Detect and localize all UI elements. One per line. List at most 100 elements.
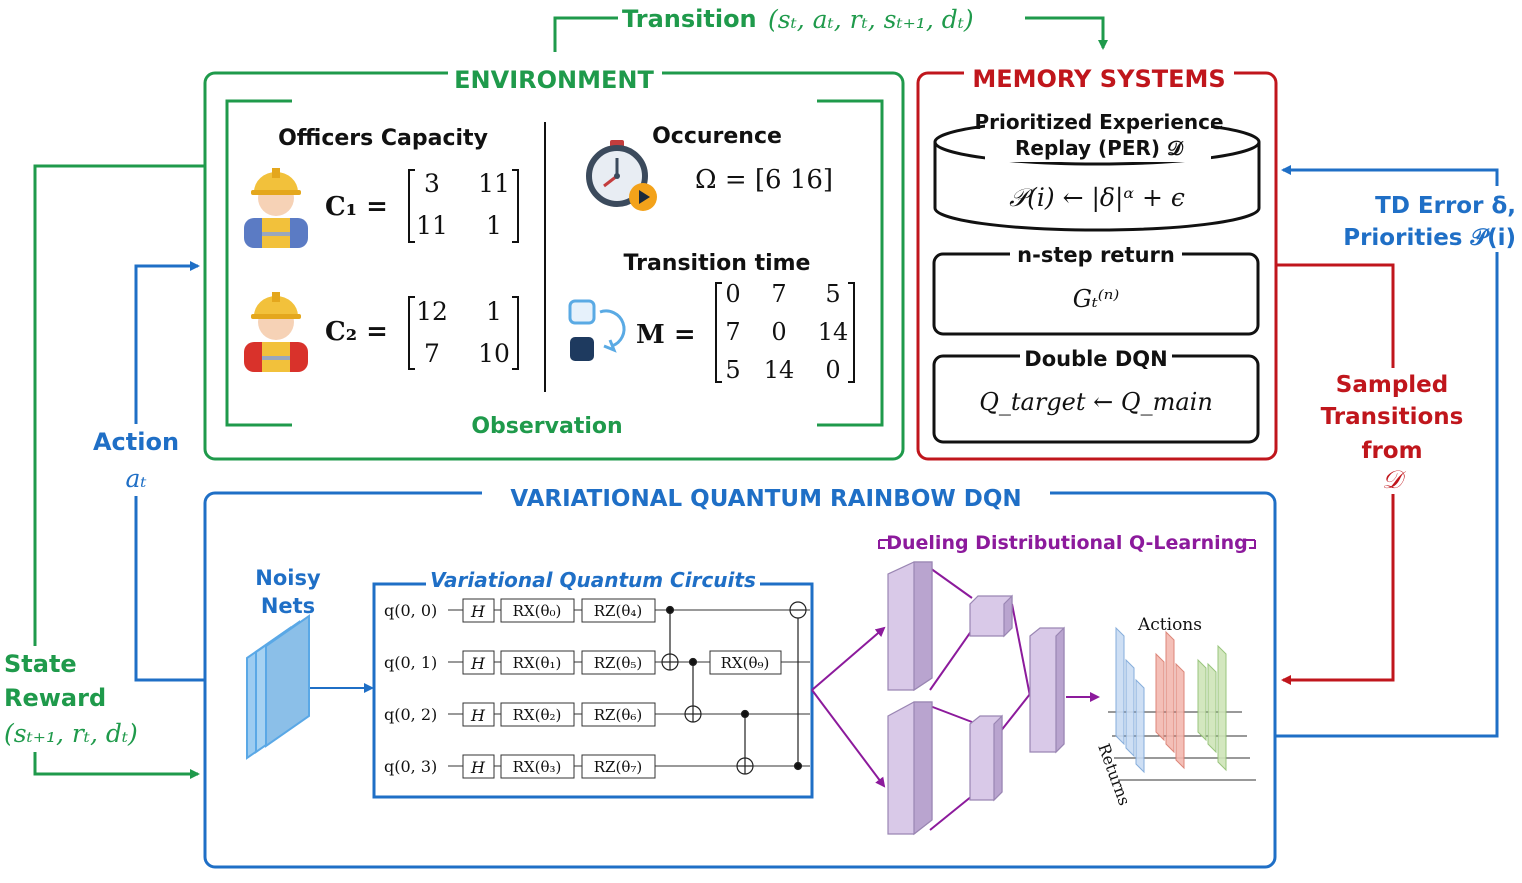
environment-panel: ENVIRONMENT Observation Officers Capacit…	[203, 64, 905, 461]
qubit-label: q(0, 2)	[384, 705, 437, 724]
td-error-arrow	[1276, 165, 1499, 738]
c2-cell: 12	[416, 297, 448, 326]
rx-gate: RX(θ₀)	[513, 602, 562, 620]
h-gate: H	[470, 602, 486, 621]
qubit-label: q(0, 3)	[384, 757, 437, 776]
c1-cell: 3	[424, 169, 440, 198]
stopwatch-icon	[586, 140, 657, 211]
vqrdqn-panel: VARIATIONAL QUANTUM RAINBOW DQN Noisy Ne…	[203, 482, 1277, 869]
c1-cell: 11	[416, 211, 448, 240]
m-cell: 7	[771, 280, 786, 308]
transfer-icon	[568, 299, 626, 361]
noisy-nets-layers-icon	[246, 614, 310, 760]
qubit-label: q(0, 0)	[384, 601, 437, 620]
rx-gates: RX(θ₀) RX(θ₁) RX(θ₂) RX(θ₃)	[500, 598, 575, 779]
td-error-label: TD Error δ,	[1375, 193, 1516, 219]
occurence-title: Occurence	[652, 124, 782, 149]
c1-matrix: 3 11 11 1	[408, 169, 519, 243]
transition-flow: Transition (sₜ, aₜ, rₜ, sₜ₊₁, dₜ)	[553, 5, 1103, 52]
state-tuple: (sₜ₊₁, rₜ, dₜ)	[4, 719, 138, 748]
memory-systems-panel: MEMORY SYSTEMS Prioritized Experience Re…	[916, 62, 1278, 461]
rz-gate: RZ(θ₆)	[594, 706, 642, 724]
sampled-transitions-flow: Sampled Transitions from 𝒟	[1277, 263, 1468, 685]
nstep-title: n-step return	[1017, 243, 1175, 267]
c1-label: C₁ =	[325, 192, 388, 222]
c2-cell: 10	[478, 339, 510, 368]
rx-gate: RX(θ₂)	[513, 706, 562, 724]
qubit-label: q(0, 1)	[384, 653, 437, 672]
vqrdqn-title: VARIATIONAL QUANTUM RAINBOW DQN	[510, 486, 1021, 512]
c1-cell: 11	[478, 169, 510, 198]
m-cell: 7	[725, 318, 740, 346]
double-dqn-title: Double DQN	[1024, 347, 1167, 371]
c1-cell: 1	[486, 211, 502, 240]
state-reward-arrow	[33, 164, 205, 779]
hadamard-gates: H H H H	[462, 598, 495, 779]
double-dqn-block: Double DQN Q_target ← Q_main	[932, 344, 1260, 444]
m-cell: 14	[818, 318, 849, 346]
m-cell: 14	[764, 356, 795, 384]
double-dqn-formula: Q_target ← Q_main	[979, 388, 1213, 416]
rz-gate: RZ(θ₇)	[594, 758, 642, 776]
action-flow: Action aₜ	[92, 261, 205, 682]
returns-label: Returns	[1094, 741, 1134, 808]
m-cell: 5	[725, 356, 740, 384]
vqc-title: Variational Quantum Circuits	[430, 568, 756, 592]
environment-title: ENVIRONMENT	[454, 66, 654, 94]
rz-gates: RZ(θ₄) RZ(θ₅) RZ(θ₆) RZ(θ₇)	[581, 598, 656, 779]
per-database: Prioritized Experience Replay (PER) 𝒟 𝒫(…	[933, 108, 1261, 232]
rx-gate: RX(θ₃)	[513, 758, 562, 776]
quantum-circuit	[448, 609, 810, 767]
sampled-label: Sampled	[1336, 372, 1448, 398]
priorities-label: Priorities 𝒫(i)	[1343, 225, 1516, 251]
m-cell: 0	[725, 280, 740, 308]
m-matrix: 0 7 5 7 0 14 5 14 0	[715, 280, 855, 384]
noisy-nets-label: Nets	[261, 594, 315, 618]
m-label: M =	[636, 320, 696, 350]
c2-label: C₂ =	[325, 317, 388, 347]
per-title: Prioritized Experience	[974, 110, 1223, 134]
cnot-gates	[661, 601, 807, 775]
rz-gate: RZ(θ₄)	[594, 602, 642, 620]
state-label: State	[4, 650, 77, 678]
officers-capacity-title: Officers Capacity	[278, 126, 488, 151]
state-reward-flow: State Reward (sₜ₊₁, rₜ, dₜ)	[2, 164, 205, 779]
c2-cell: 7	[424, 339, 440, 368]
nstep-block: n-step return Gₜ⁽ⁿ⁾	[932, 242, 1260, 336]
neural-network-blocks	[887, 561, 1065, 836]
c2-cell: 1	[486, 297, 502, 326]
observation-bracket-right	[817, 99, 884, 427]
rx9-gate: RX(θ₉)	[721, 654, 770, 672]
action-symbol: aₜ	[125, 464, 146, 493]
dueling-title: Dueling Distributional Q-Learning	[886, 532, 1248, 554]
omega-vector: Ω = [6 16]	[695, 165, 833, 195]
rx-gate: RX(θ₁)	[513, 654, 562, 672]
m-cell: 5	[825, 280, 840, 308]
transition-time-title: Transition time	[624, 251, 811, 276]
h-gate: H	[470, 758, 486, 777]
td-error-flow: TD Error δ, Priorities 𝒫(i)	[1276, 165, 1520, 738]
qubit-labels: q(0, 0) q(0, 1) q(0, 2) q(0, 3)	[384, 601, 437, 776]
actions-label: Actions	[1137, 615, 1202, 635]
sampled-label: Transitions	[1321, 404, 1464, 430]
transition-label: Transition	[622, 5, 757, 33]
dueling-arrows	[811, 567, 1100, 831]
officer-1-icon	[244, 168, 308, 248]
nstep-formula: Gₜ⁽ⁿ⁾	[1073, 285, 1120, 313]
c2-matrix: 12 1 7 10	[408, 296, 519, 370]
per-title: Replay (PER) 𝒟	[1015, 136, 1184, 160]
transition-arrow	[553, 16, 1103, 52]
per-formula: 𝒫(i) ← |δ|ᵅ + ϵ	[1009, 183, 1185, 213]
m-cell: 0	[825, 356, 840, 384]
dueling-bracket	[878, 540, 1256, 549]
memory-title: MEMORY SYSTEMS	[972, 65, 1225, 93]
distribution-bars	[1115, 626, 1227, 774]
transition-tuple: (sₜ, aₜ, rₜ, sₜ₊₁, dₜ)	[768, 5, 974, 34]
m-cell: 0	[771, 318, 786, 346]
action-label: Action	[93, 428, 179, 456]
noisy-nets-label: Noisy	[255, 566, 321, 590]
sampled-label: from	[1361, 438, 1422, 464]
observation-bracket-left	[225, 99, 292, 427]
rz-gate: RZ(θ₅)	[594, 654, 642, 672]
